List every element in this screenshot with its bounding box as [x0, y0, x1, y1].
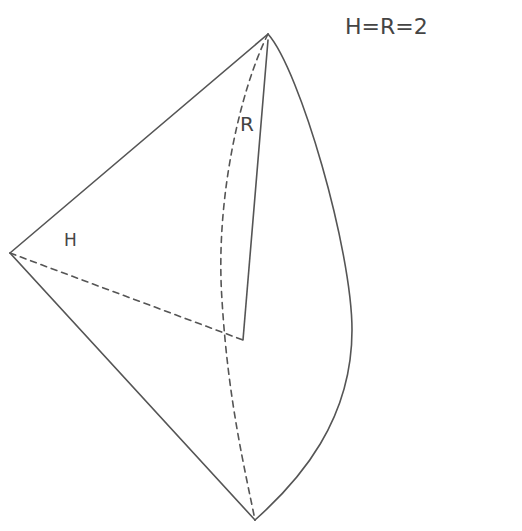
- radius-label: R: [240, 114, 254, 134]
- given-values: H=R=2: [345, 16, 428, 38]
- height-label: H: [64, 232, 77, 249]
- height-line: [10, 253, 243, 340]
- base-back-arc: [221, 34, 268, 520]
- radius-line: [243, 40, 268, 340]
- base-front-arc: [255, 34, 352, 520]
- cone-slant-bottom: [10, 253, 255, 520]
- cone-slant-top: [10, 34, 268, 253]
